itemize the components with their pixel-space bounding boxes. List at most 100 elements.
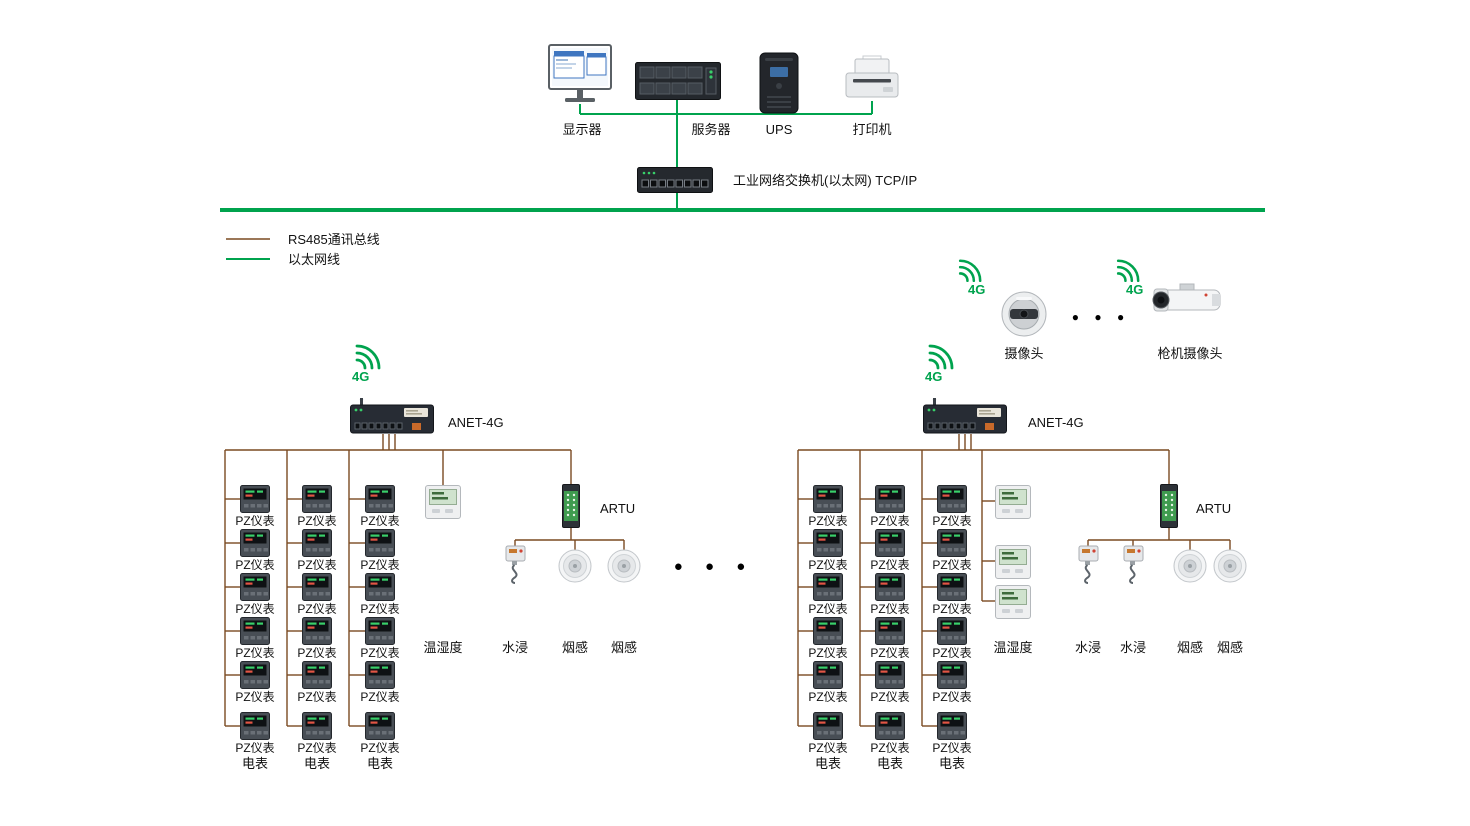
temp-humidity-label-right: 温湿度 <box>993 640 1033 655</box>
pz-meter-label: PZ仪表 <box>235 602 275 616</box>
monitor-label: 显示器 <box>562 122 602 137</box>
water-sensor-label-right-1: 水浸 <box>1074 640 1102 655</box>
pz-meter-icon <box>240 529 270 557</box>
pz-meter-label: PZ仪表 <box>870 558 910 572</box>
pz-meter-label: PZ仪表 <box>870 690 910 704</box>
pz-meter-icon <box>240 573 270 601</box>
temp-humidity-meter-icon-right-3 <box>995 585 1031 619</box>
pz-meter-label: PZ仪表 <box>808 558 848 572</box>
pz-meter-label: PZ仪表 <box>297 514 337 528</box>
pz-meter-icon <box>240 661 270 689</box>
temp-humidity-meter-icon-right-2 <box>995 545 1031 579</box>
meter-type-label: 电表 <box>814 756 842 771</box>
pz-meter-label: PZ仪表 <box>235 690 275 704</box>
pz-meter-label: PZ仪表 <box>360 646 400 660</box>
water-sensor-icon-right-1 <box>1072 545 1104 585</box>
pz-meter-icon <box>937 529 967 557</box>
meter-type-label: 电表 <box>876 756 904 771</box>
pz-meter-icon <box>875 529 905 557</box>
pz-meter-icon <box>302 661 332 689</box>
meter-type-label: 电表 <box>366 756 394 771</box>
pz-meter-icon <box>302 573 332 601</box>
pz-meter-label: PZ仪表 <box>297 690 337 704</box>
pz-meter-icon <box>240 712 270 740</box>
pz-meter-label: PZ仪表 <box>297 646 337 660</box>
pz-meter-label: PZ仪表 <box>235 646 275 660</box>
pz-meter-icon <box>937 485 967 513</box>
water-sensor-icon-right-2 <box>1117 545 1149 585</box>
bullet-camera-icon <box>1150 282 1226 320</box>
artu-icon-right <box>1160 484 1178 528</box>
meter-type-label: 电表 <box>303 756 331 771</box>
water-sensor-icon-left <box>499 545 531 585</box>
pz-meter-label: PZ仪表 <box>360 602 400 616</box>
smoke-detector-label-right-1: 烟感 <box>1176 640 1204 655</box>
pz-meter-icon <box>875 617 905 645</box>
pz-meter-label: PZ仪表 <box>870 741 910 755</box>
pz-meter-label: PZ仪表 <box>360 558 400 572</box>
pz-meter-icon <box>875 485 905 513</box>
smoke-detector-label-right-2: 烟感 <box>1216 640 1244 655</box>
pz-meter-label: PZ仪表 <box>932 690 972 704</box>
pz-meter-label: PZ仪表 <box>870 514 910 528</box>
pz-meter-label: PZ仪表 <box>360 690 400 704</box>
artu-label-right: ARTU <box>1196 501 1232 516</box>
temp-humidity-label-left: 温湿度 <box>423 640 463 655</box>
pz-meter-icon <box>302 712 332 740</box>
pz-meter-icon <box>365 617 395 645</box>
pz-meter-label: PZ仪表 <box>235 514 275 528</box>
pz-meter-label: PZ仪表 <box>808 514 848 528</box>
pz-meter-icon <box>302 617 332 645</box>
dome-camera-label: 摄像头 <box>1004 346 1044 361</box>
pz-meter-icon <box>365 661 395 689</box>
pz-meter-icon <box>365 573 395 601</box>
wifi-4g-icon-bullet-camera <box>1110 248 1150 288</box>
gateway-left-icon <box>350 397 434 434</box>
meter-type-label: 电表 <box>241 756 269 771</box>
pz-meter-icon <box>937 573 967 601</box>
pz-meter-label: PZ仪表 <box>808 646 848 660</box>
pz-meter-label: PZ仪表 <box>235 558 275 572</box>
pz-meter-label: PZ仪表 <box>870 646 910 660</box>
pz-meter-label: PZ仪表 <box>808 602 848 616</box>
smoke-detector-label-left-2: 烟感 <box>610 640 638 655</box>
smoke-detector-icon-left-1 <box>558 549 592 583</box>
pz-meter-label: PZ仪表 <box>932 646 972 660</box>
temp-humidity-meter-icon <box>425 485 461 519</box>
gateway-right-icon <box>923 397 1007 434</box>
dome-camera-icon <box>1000 288 1048 340</box>
pz-meter-icon <box>365 485 395 513</box>
pz-meter-label: PZ仪表 <box>235 741 275 755</box>
smoke-detector-icon-left-2 <box>607 549 641 583</box>
gateway-left-label: ANET-4G <box>448 415 504 430</box>
pz-meter-icon <box>302 529 332 557</box>
pz-meter-icon <box>365 712 395 740</box>
printer-icon <box>845 55 899 101</box>
meter-type-label: 电表 <box>938 756 966 771</box>
camera-ellipsis: ● ● ● <box>1071 310 1131 324</box>
gateway-right-label: ANET-4G <box>1028 415 1084 430</box>
pz-meter-icon <box>240 485 270 513</box>
ups-label: UPS <box>765 122 793 137</box>
pz-meter-icon <box>875 661 905 689</box>
pz-meter-icon <box>813 712 843 740</box>
pz-meter-icon <box>302 485 332 513</box>
pz-meter-label: PZ仪表 <box>360 741 400 755</box>
water-sensor-label-left: 水浸 <box>501 640 529 655</box>
gateway-left-4g-label: 4G <box>352 369 370 384</box>
server-icon <box>635 62 721 100</box>
pz-meter-icon <box>875 573 905 601</box>
smoke-detector-icon-right-2 <box>1213 549 1247 583</box>
ups-icon <box>759 52 799 114</box>
pz-meter-icon <box>813 661 843 689</box>
water-sensor-label-right-2: 水浸 <box>1119 640 1147 655</box>
bullet-camera-4g-label: 4G <box>1126 282 1144 297</box>
monitor-icon <box>548 44 612 104</box>
smoke-detector-label-left-1: 烟感 <box>561 640 589 655</box>
switch-icon <box>637 167 713 193</box>
artu-label-left: ARTU <box>600 501 636 516</box>
pz-meter-label: PZ仪表 <box>808 741 848 755</box>
pz-meter-icon <box>813 485 843 513</box>
pz-meter-icon <box>937 712 967 740</box>
